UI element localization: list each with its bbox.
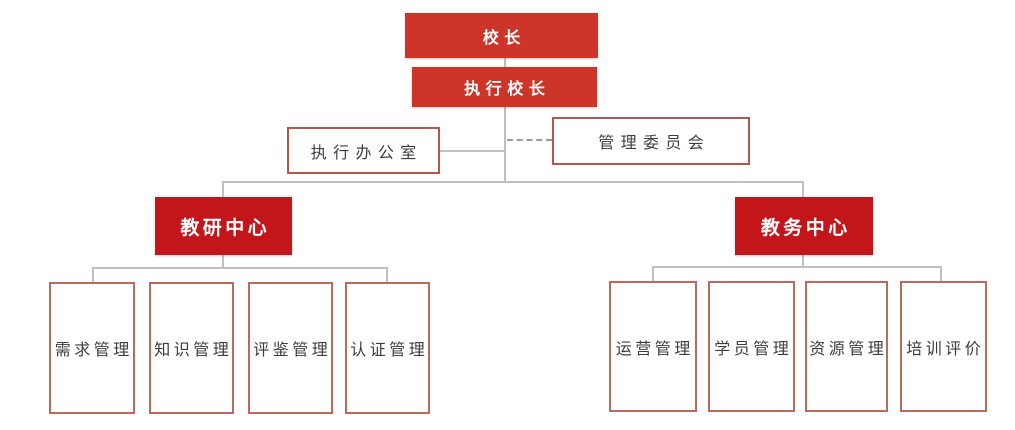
connector-principal-to-exec [504, 58, 506, 67]
connector-centers-hline [222, 181, 804, 183]
node-teaching-research-center: 教研中心 [155, 197, 292, 255]
node-academic-affairs-center: 教务中心 [735, 197, 873, 255]
node-knowledge-management: 知识管理 [149, 282, 234, 414]
connector-execoffice-branch [440, 150, 504, 152]
connector-right-drop-1 [652, 266, 654, 281]
connector-left-hline [92, 267, 388, 269]
node-principal: 校长 [405, 13, 598, 58]
connector-drop-academic-center [802, 181, 804, 198]
connector-right-stem [802, 255, 804, 267]
node-student-management: 学员管理 [708, 281, 795, 412]
connector-committee-dashed-branch [507, 139, 552, 141]
node-certification-management: 认证管理 [345, 282, 430, 414]
node-executive-office: 执行办公室 [287, 127, 440, 174]
connector-left-drop-2 [386, 267, 388, 282]
connector-right-drop-2 [940, 266, 942, 281]
node-evaluation-management: 评鉴管理 [248, 282, 333, 414]
node-resource-management: 资源管理 [805, 281, 888, 412]
connector-right-hline [652, 266, 942, 268]
connector-left-drop-1 [92, 267, 94, 282]
node-management-committee: 管理委员会 [552, 117, 750, 165]
node-operations-management: 运营管理 [609, 281, 697, 412]
node-executive-principal: 执行校长 [412, 67, 597, 107]
connector-drop-teaching-center [222, 181, 224, 198]
connector-exec-stem [504, 107, 506, 182]
node-training-evaluation: 培训评价 [900, 281, 987, 412]
node-demand-management: 需求管理 [49, 282, 135, 414]
connector-left-stem [222, 255, 224, 268]
